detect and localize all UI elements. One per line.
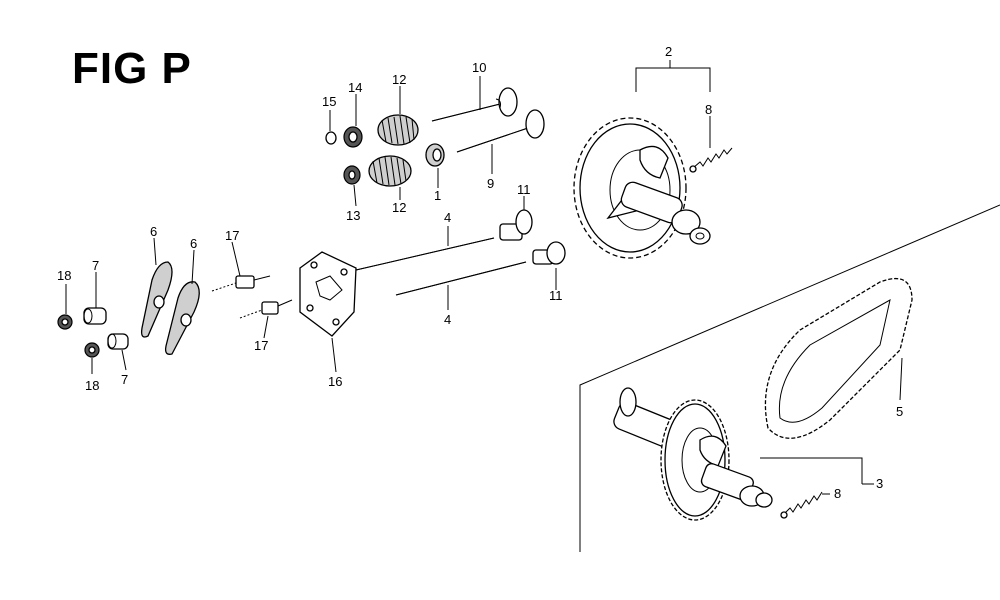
rocker-arm-right	[164, 281, 200, 355]
rocker-pivot-lower	[107, 333, 129, 350]
callout-6-right: 6	[190, 236, 197, 251]
callout-2: 2	[665, 44, 672, 59]
callout-8-lower: 8	[834, 486, 841, 501]
push-rod-guide-plate	[299, 251, 357, 337]
camshaft-chain-sprocket	[613, 387, 773, 521]
callout-9: 9	[487, 176, 494, 191]
callout-10: 10	[472, 60, 486, 75]
spring-retainer	[343, 165, 361, 185]
leader-lines	[65, 60, 903, 495]
valve-spring-upper	[377, 114, 419, 146]
pivot-nut-lower	[84, 342, 100, 358]
camshaft-gear	[573, 117, 711, 259]
push-rod-upper	[355, 237, 495, 271]
callout-15: 15	[322, 94, 336, 109]
callout-16: 16	[328, 374, 342, 389]
inset-panel-border	[579, 204, 1000, 552]
callout-11-upper: 11	[517, 182, 531, 197]
callout-5: 5	[896, 404, 903, 419]
push-rod-lower	[395, 261, 527, 296]
rocker-stud-lower	[239, 299, 293, 319]
callout-13: 13	[346, 208, 360, 223]
valve-cap	[325, 131, 337, 145]
callout-18-upper: 18	[57, 268, 71, 283]
rocker-stud-upper	[211, 275, 271, 292]
callout-11-lower: 11	[549, 288, 563, 303]
tappet-upper	[499, 209, 533, 241]
callout-7-lower: 7	[121, 372, 128, 387]
valve-spring-lower	[368, 155, 412, 187]
callout-1: 1	[434, 188, 441, 203]
callout-12-lower: 12	[392, 200, 406, 215]
callout-6-left: 6	[150, 224, 157, 239]
callout-4-upper: 4	[444, 210, 451, 225]
timing-chain	[764, 277, 913, 439]
callout-17-upper: 17	[225, 228, 239, 243]
pivot-nut-upper	[57, 314, 73, 330]
callout-17-lower: 17	[254, 338, 268, 353]
rocker-pivot-upper	[83, 307, 107, 325]
spring-seat	[343, 126, 363, 148]
valve-upper	[431, 87, 518, 122]
callout-7-upper: 7	[92, 258, 99, 273]
callout-3: 3	[876, 476, 883, 491]
rocker-arm-left	[140, 261, 173, 338]
figure-title: FIG P	[72, 44, 192, 93]
tappet-lower	[532, 241, 566, 265]
valve-lower	[456, 109, 545, 153]
callout-18-lower: 18	[85, 378, 99, 393]
callout-12-upper: 12	[392, 72, 406, 87]
callout-8-upper: 8	[705, 102, 712, 117]
decompressor-spring-lower	[780, 491, 823, 519]
valve-retainer	[425, 143, 445, 167]
decompressor-spring-upper	[689, 147, 733, 173]
callout-4-lower: 4	[444, 312, 451, 327]
callout-14: 14	[348, 80, 362, 95]
